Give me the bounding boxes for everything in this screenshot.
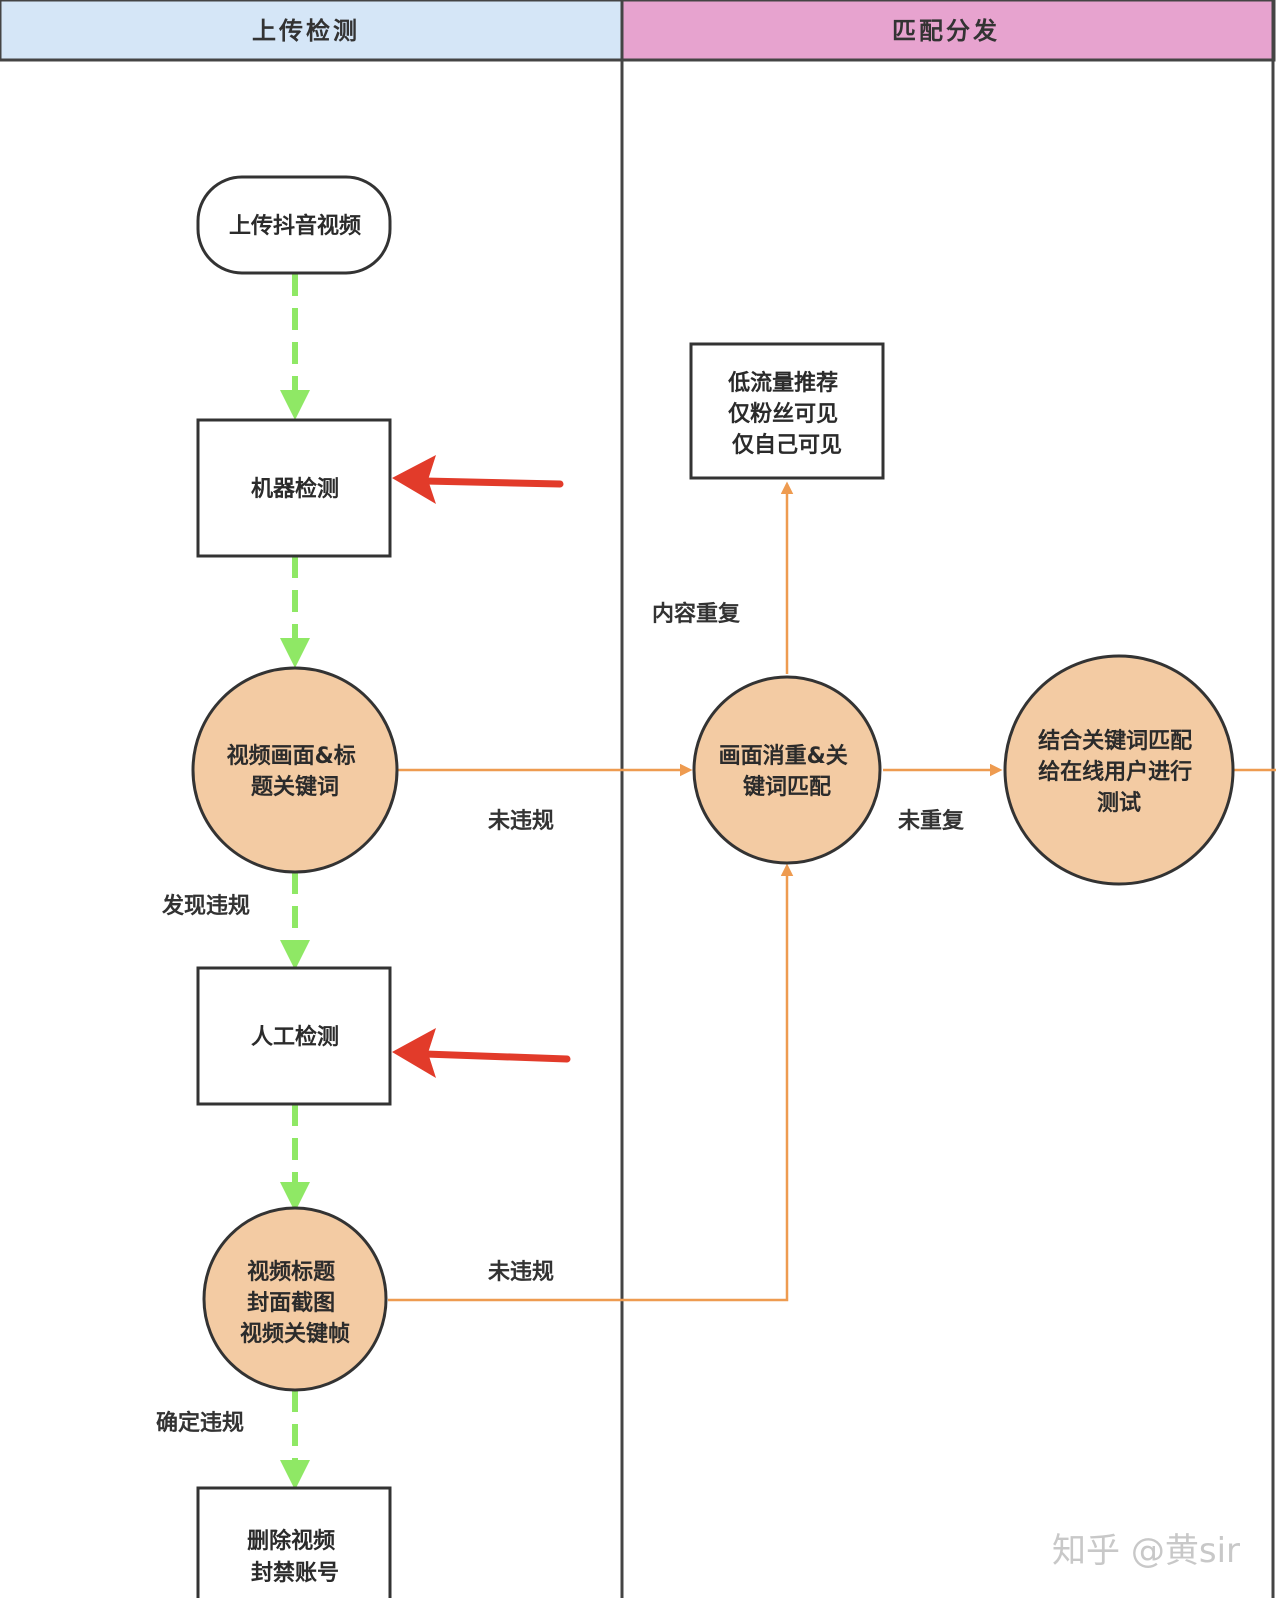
highlight-arrow-machine [392,455,564,504]
online-test-node [1003,654,1235,886]
delete-node [196,1486,392,1598]
low-traffic-label: 低流量推荐 仅粉丝可见 仅自己可见 [727,370,846,458]
watermark: 知乎 @黄sir [1052,1531,1240,1571]
right-lane-header [620,0,1276,62]
left-lane-title: 上传检测 [252,17,360,45]
dedup-node [692,675,882,865]
low-traffic-node [689,342,885,480]
online-test-label: 结合关键词匹配 给在线用户进行 测试 [1038,728,1200,816]
title-cover-node [202,1206,388,1392]
manual-check-node [196,966,392,1106]
no-violation-label-2: 未违规 [488,1259,554,1285]
confirmed-violation-label: 确定违规 [156,1410,244,1436]
duplicate-label: 内容重复 [652,601,741,627]
upload-label: 上传抖音视频 [229,213,361,239]
video-keywords-label: 视频画面&标 题关键词 [227,743,364,800]
delete-label: 删除视频 封禁账号 [247,1528,343,1586]
edge-titlecover-to-dedup [388,863,794,1302]
title-cover-label: 视频标题 封面截图 视频关键帧 [240,1259,350,1347]
not-duplicate-label: 未重复 [898,808,965,834]
found-violation-label: 发现违规 [161,893,250,919]
machine-check-node [196,418,392,558]
machine-check-label: 机器检测 [251,476,339,502]
no-violation-label-1: 未违规 [488,808,554,834]
manual-check-label: 人工检测 [251,1024,339,1050]
orange-flow-edges [388,481,1276,1302]
highlight-arrow-manual [392,1028,571,1078]
dedup-label: 画面消重&关 键词匹配 [719,744,856,800]
right-lane-title: 匹配分发 [892,17,1000,45]
video-keywords-node [191,666,399,874]
upload-node [196,175,392,275]
